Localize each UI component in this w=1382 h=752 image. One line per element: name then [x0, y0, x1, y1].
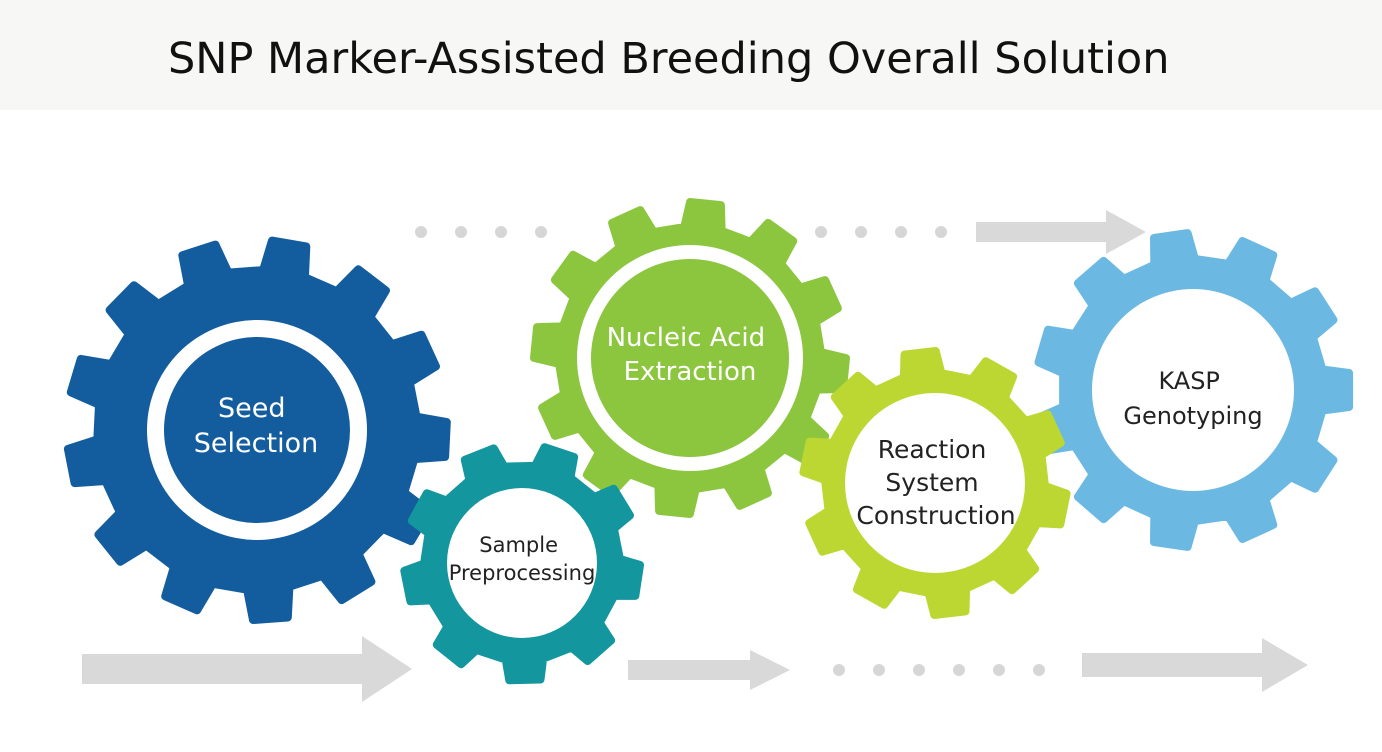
connector-dot	[535, 226, 547, 238]
bottom-left-arrow	[82, 636, 412, 702]
gear-label-line: Reaction	[878, 435, 987, 464]
gear-label-line: Sample	[479, 533, 558, 557]
gear-label-line: Genotyping	[1123, 402, 1262, 430]
top-right-arrow	[976, 210, 1146, 254]
gear-center	[591, 259, 789, 457]
connector-dot	[953, 664, 965, 676]
gear-label-line: Nucleic Acid	[607, 323, 766, 353]
gear-label: Nucleic Acid Extraction	[607, 323, 774, 387]
gear-inner-disc	[1092, 289, 1294, 491]
connector-dot	[895, 226, 907, 238]
connector-dot	[455, 226, 467, 238]
gear-center	[164, 337, 350, 523]
connector-dot	[1033, 664, 1045, 676]
gear-inner-disc	[447, 488, 597, 638]
gear-label-line: Construction	[856, 501, 1015, 530]
gear-label-line: Seed	[218, 393, 286, 424]
gear-label: Reaction System Construction	[856, 435, 1015, 530]
connector-dot	[815, 226, 827, 238]
gear-label: Seed Selection	[194, 393, 318, 459]
connector-dot	[993, 664, 1005, 676]
connector-dot	[935, 226, 947, 238]
gear-label-line: Extraction	[624, 357, 757, 387]
title-banner: SNP Marker-Assisted Breeding Overall Sol…	[0, 0, 1382, 110]
diagram-title: SNP Marker-Assisted Breeding Overall Sol…	[168, 34, 1170, 84]
connector-dot	[495, 226, 507, 238]
connector-dot	[855, 226, 867, 238]
gear-label-line: Preprocessing	[449, 561, 596, 585]
connector-dot	[873, 664, 885, 676]
connector-dot	[415, 226, 427, 238]
connector-dot	[833, 664, 845, 676]
connector-dot	[913, 664, 925, 676]
gear-label: KASP Genotyping	[1123, 367, 1262, 430]
top-dots-right	[815, 226, 947, 238]
gear-sample-preprocessing: Sample Preprocessing	[400, 443, 644, 685]
bottom-dots	[833, 664, 1045, 676]
gear-label-line: Selection	[194, 428, 318, 459]
gear-nucleic-acid-extraction: Nucleic Acid Extraction	[530, 198, 850, 518]
gear-reaction-system-construction: Reaction System Construction	[799, 347, 1071, 619]
bottom-right-arrow	[1082, 638, 1308, 692]
bottom-middle-arrow	[628, 650, 790, 690]
gear-label-line: KASP	[1158, 367, 1219, 395]
gear-kasp-genotyping: KASP Genotyping	[1034, 229, 1354, 551]
gear-inner-disc	[845, 393, 1025, 573]
gear-label: Sample Preprocessing	[449, 533, 596, 585]
gear-label-line: System	[885, 468, 978, 497]
gear-seed-selection: Seed Selection	[63, 236, 451, 624]
top-dots-left	[415, 226, 547, 238]
